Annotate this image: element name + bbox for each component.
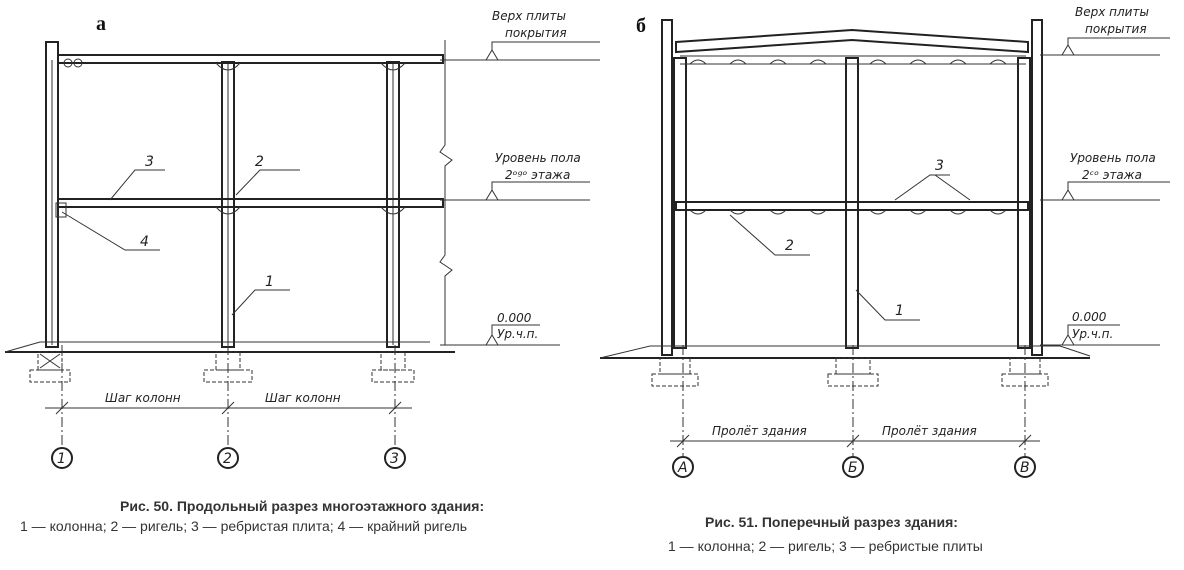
drawing-line (439, 40, 453, 345)
drawing-line (1040, 324, 1160, 346)
drawing-line (61, 345, 396, 448)
axis-markers: А Б В (672, 456, 1036, 478)
drawing-line (689, 59, 1007, 65)
drawing-line (1040, 37, 1170, 56)
panel-label-b: б (636, 15, 646, 37)
zero-level-label: Ур.ч.п. (1072, 327, 1113, 341)
drawing-line (599, 345, 1091, 359)
drawing-line (29, 369, 71, 383)
drawing-line (55, 401, 402, 415)
drawing-line (380, 351, 406, 371)
span-label: Шаг колонн (105, 391, 181, 405)
drawing-line (672, 456, 694, 478)
callout-4: 4 (140, 234, 149, 250)
drawing-line (855, 289, 920, 321)
callout-1: 1 (265, 274, 274, 290)
drawing-line (675, 28, 1029, 54)
span-label: Пролёт здания (712, 424, 807, 438)
drawing-line (29, 351, 415, 383)
drawing-line (371, 369, 415, 383)
edge-beam (55, 202, 67, 218)
columns (661, 19, 1043, 356)
floor-level-label: Уровень пола (1070, 151, 1156, 165)
panel-label-a: а (96, 13, 106, 35)
drawing-line (1031, 19, 1043, 356)
drawing-line (231, 289, 290, 316)
drawing-line (680, 55, 1026, 65)
drawing-line (63, 58, 73, 68)
drawing-line (1014, 456, 1036, 478)
drawing-line (661, 19, 673, 356)
drawing-line (1040, 181, 1170, 201)
floor-level-label: 2ᶜᵒ этажа (1082, 168, 1142, 182)
floor-slab (675, 201, 1029, 215)
callout-2: 2 (785, 238, 794, 254)
roof-level-label: покрытия (1085, 22, 1147, 36)
figure-caption-legend: 1 — колонна; 2 — ригель; 3 — ребристые п… (668, 538, 983, 554)
figure-caption-legend: 1 — колонна; 2 — ригель; 3 — ребристая п… (20, 518, 467, 534)
drawing-line (51, 447, 73, 469)
drawing-line (689, 209, 1007, 215)
callout-1: 1 (895, 303, 904, 319)
span-label: Пролёт здания (882, 424, 977, 438)
drawing-line (675, 201, 1029, 211)
axis-marker-b: Б (848, 460, 858, 476)
drawing-line (215, 62, 406, 71)
axis-marker-1: 1 (57, 451, 66, 467)
floor-slab (55, 198, 444, 218)
column-1 (45, 41, 59, 348)
callout-3: 3 (145, 154, 154, 170)
drawing-line (4, 341, 430, 353)
callout-3: 3 (935, 158, 944, 174)
roof-level-label: покрытия (505, 26, 567, 40)
drawing-line (215, 206, 406, 215)
drawing-line (440, 324, 560, 346)
columns (45, 41, 400, 348)
drawing-line (440, 181, 590, 201)
callouts: 3 2 4 1 (61, 154, 300, 316)
drawing-line (61, 211, 160, 251)
roof-slab (675, 28, 1029, 65)
roof-level-label: Верх плиты (1075, 5, 1149, 19)
drawing-line (682, 345, 1026, 456)
drawing-line (651, 373, 699, 387)
drawing-line (440, 41, 600, 61)
floor-level-label: Уровень пола (495, 151, 581, 165)
axis-marker-2: 2 (223, 451, 232, 467)
span-label: Шаг колонн (265, 391, 341, 405)
figure-caption-title: Рис. 51. Поперечный разрез здания: (705, 514, 958, 530)
foundations (651, 357, 1049, 387)
axis-marker-v: В (1020, 460, 1030, 476)
axis-marker-a: А (677, 460, 688, 476)
drawing-line (217, 447, 239, 469)
roof-slab (57, 54, 444, 71)
zero-level-label: 0.000 (1072, 310, 1107, 324)
figure-50-longitudinal-section: а (4, 9, 600, 534)
figure-51-cross-section: б Пролёт здани (599, 5, 1170, 554)
roof-level-label: Верх плиты (492, 9, 566, 23)
drawing-line (39, 353, 61, 369)
zero-level-label: 0.000 (497, 311, 532, 325)
zero-level-label: Ур.ч.п. (497, 327, 538, 341)
drawing-line (842, 456, 864, 478)
level-marks: Верх плиты покрытия Уровень пола 2ᵒᵍᵒ эт… (440, 9, 600, 346)
callout-2: 2 (255, 154, 264, 170)
figure-caption-title: Рис. 50. Продольный разрез многоэтажного… (120, 498, 484, 514)
drawing-line (57, 54, 444, 64)
axis-markers: 1 2 3 (51, 447, 406, 469)
drawing-line (676, 434, 1032, 448)
foundations (29, 351, 415, 383)
drawing-line (729, 214, 810, 256)
drawing-line (109, 169, 165, 201)
drawing-line (894, 174, 971, 201)
floor-level-label: 2ᵒᵍᵒ этажа (505, 168, 570, 182)
callouts: 3 2 1 (729, 158, 971, 321)
level-marks: Верх плиты покрытия Уровень пола 2ᶜᵒ эта… (1040, 5, 1170, 346)
drawing-line (235, 169, 300, 196)
drawing-line (384, 447, 406, 469)
drawing-line (57, 198, 444, 208)
drawing-line (659, 357, 691, 375)
axis-marker-3: 3 (390, 451, 399, 467)
drawing-line (73, 58, 83, 68)
